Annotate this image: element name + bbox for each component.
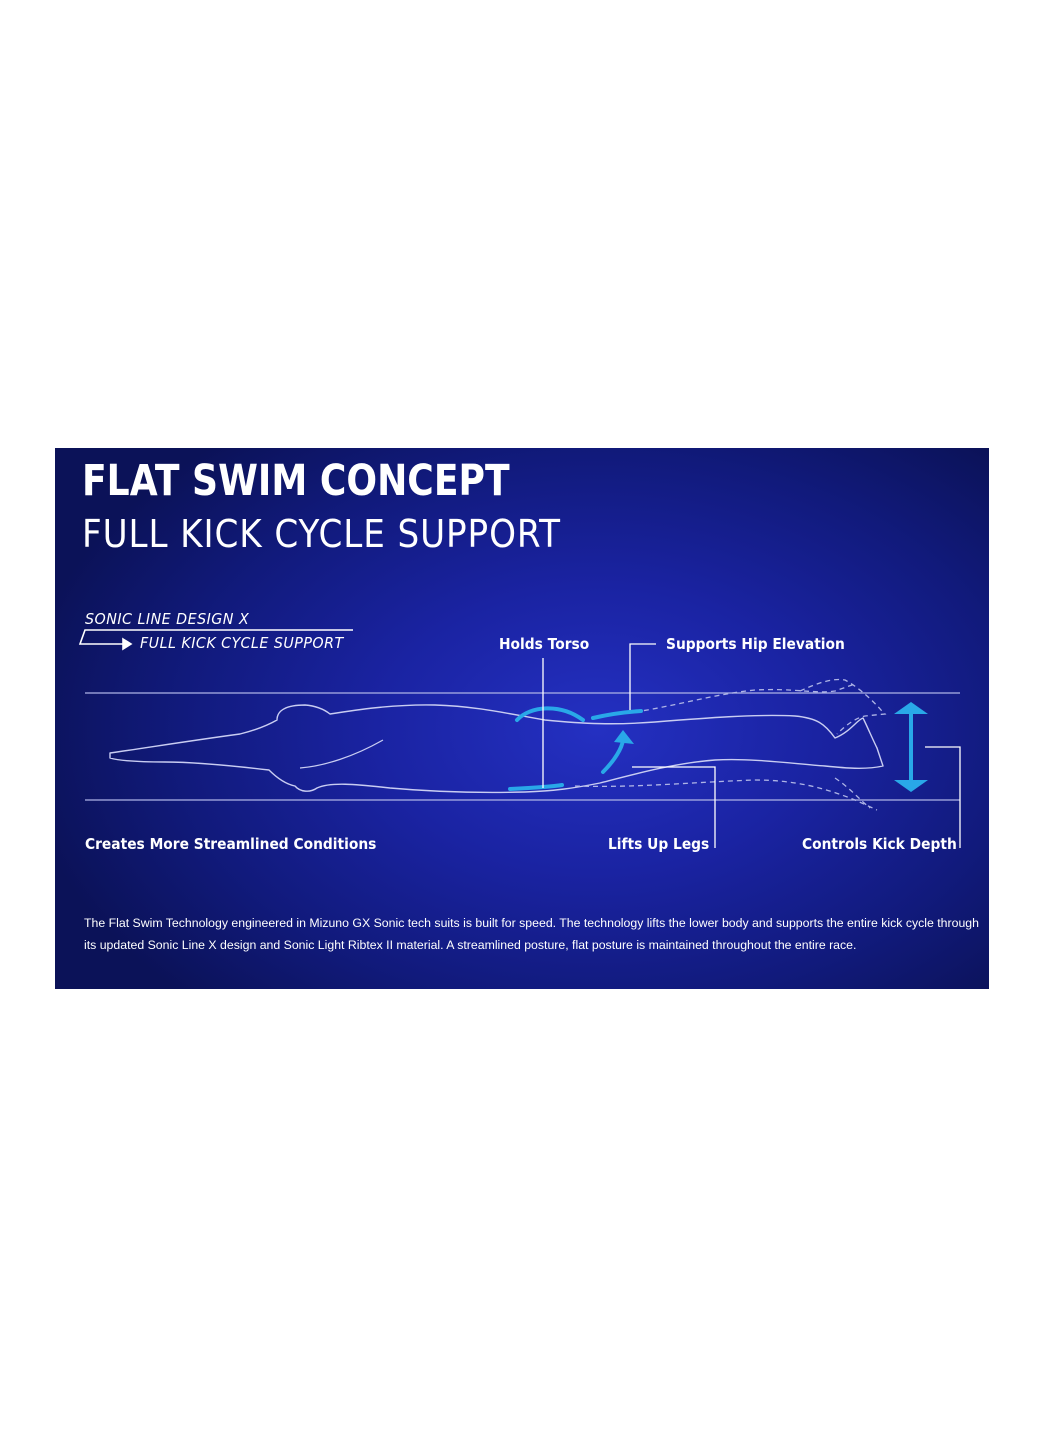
callout-supports-hip: Supports Hip Elevation: [666, 635, 845, 653]
kick-cycle-dashes: [574, 678, 887, 811]
swimmer-outline: [109, 704, 884, 794]
callout-kick-depth: Controls Kick Depth: [802, 835, 957, 853]
lower-band: [508, 783, 564, 791]
page-subtitle: FULL KICK CYCLE SUPPORT: [82, 512, 561, 556]
swimmer-arm-fold: [299, 739, 384, 769]
kick-depth-arrow-icon: [894, 702, 928, 792]
hip-elevation-leader: [629, 643, 656, 710]
page-title: FLAT SWIM CONCEPT: [82, 456, 510, 506]
torso-band: [515, 706, 585, 722]
callout-streamlined: Creates More Streamlined Conditions: [85, 835, 377, 853]
legend-arrow-icon: [78, 629, 353, 651]
lifts-legs-leader: [632, 766, 716, 848]
callout-leaders: [542, 643, 961, 848]
kick-depth-leader: [925, 746, 961, 848]
swimmer-diagram: [78, 629, 961, 848]
callout-lifts-legs: Lifts Up Legs: [608, 835, 710, 853]
callout-holds-torso: Holds Torso: [499, 635, 590, 653]
hip-band: [591, 709, 643, 720]
flat-swim-panel: FLAT SWIM CONCEPT FULL KICK CYCLE SUPPOR…: [55, 448, 989, 989]
legend-line-1: SONIC LINE DESIGN X: [85, 610, 250, 628]
lift-arrow-icon: [601, 730, 634, 774]
sonic-line-bands: [508, 706, 643, 791]
description-text: The Flat Swim Technology engineered in M…: [84, 916, 979, 952]
legend-line-2: FULL KICK CYCLE SUPPORT: [140, 634, 344, 652]
